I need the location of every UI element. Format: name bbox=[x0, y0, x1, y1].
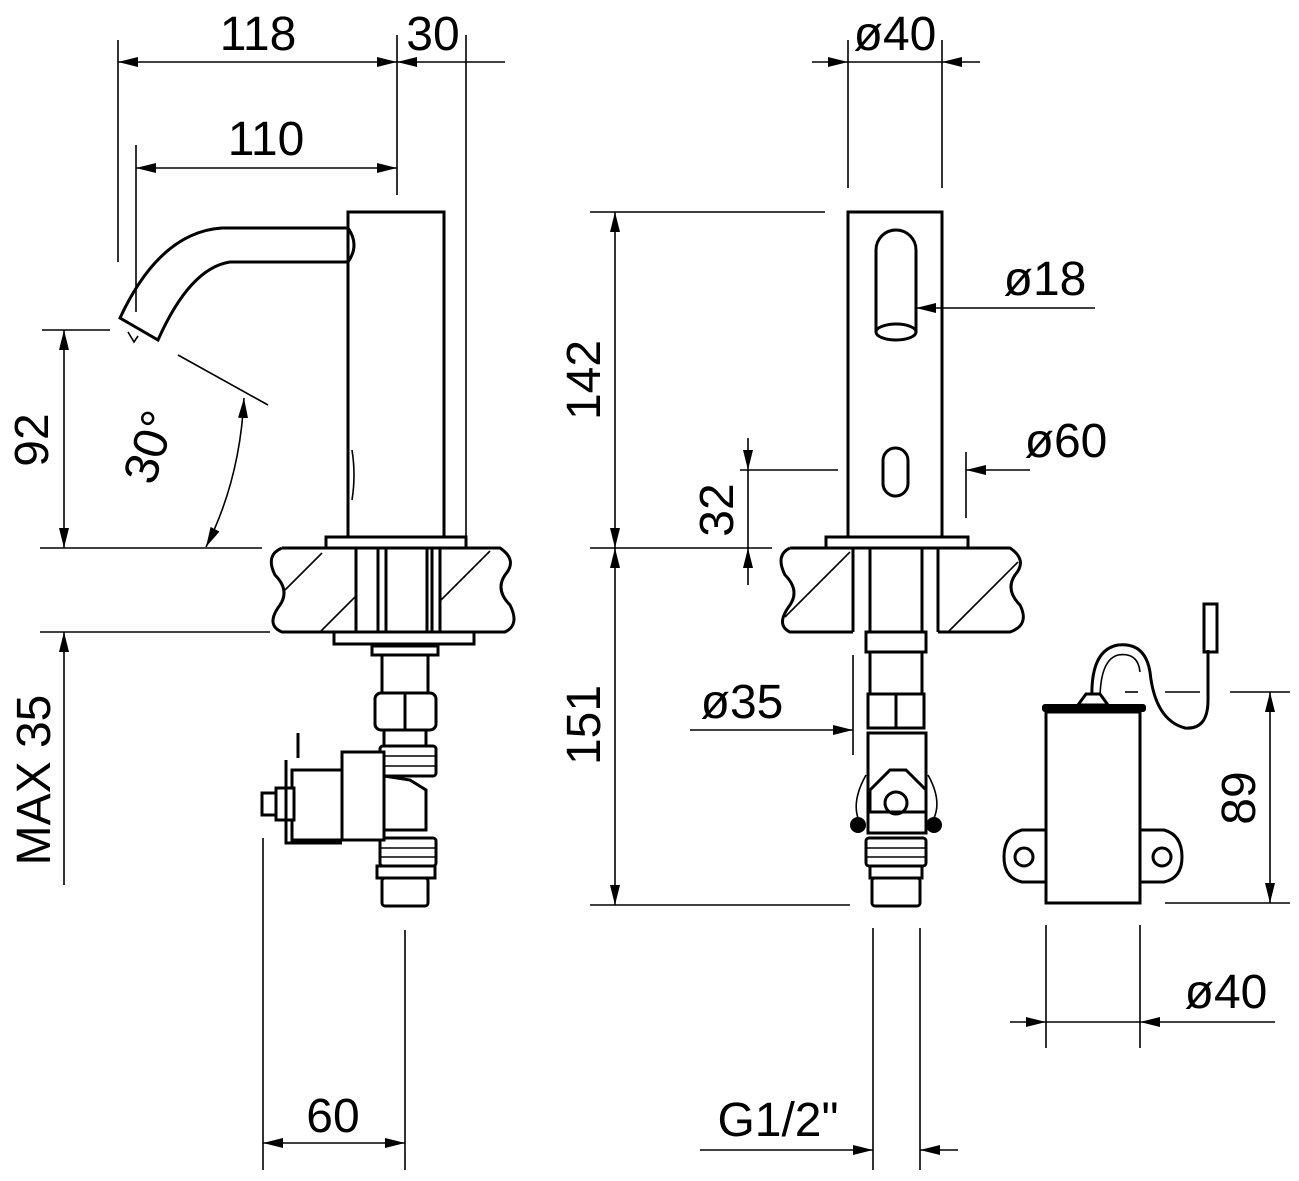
dim-151-label: 151 bbox=[558, 685, 611, 765]
dim-d40-box-label: ø40 bbox=[1185, 966, 1268, 1019]
dim-30: 30 bbox=[397, 8, 505, 67]
dim-32: 32 bbox=[691, 438, 753, 585]
countertop-section-front bbox=[779, 535, 1025, 908]
dim-142-label: 142 bbox=[558, 340, 611, 420]
dim-diameter-35: ø35 bbox=[690, 676, 853, 735]
dim-92-label: 92 bbox=[6, 413, 59, 466]
faucet-front bbox=[846, 210, 944, 539]
dim-g12-label: G1/2" bbox=[717, 1094, 838, 1147]
dim-60: 60 bbox=[263, 1090, 405, 1148]
control-box-view: 89 ø40 bbox=[1002, 602, 1290, 1048]
dim-d40-label: ø40 bbox=[854, 8, 937, 61]
dim-151: 151 bbox=[558, 548, 620, 905]
dim-d18-label: ø18 bbox=[1004, 253, 1087, 306]
dim-89-label: 89 bbox=[1213, 771, 1266, 824]
dim-diameter-60: ø60 bbox=[966, 415, 1108, 475]
dim-110: 110 bbox=[136, 113, 397, 173]
dim-diameter-18: ø18 bbox=[916, 253, 1095, 313]
dim-118-label: 118 bbox=[220, 8, 297, 61]
dim-diameter-40-box: ø40 bbox=[1010, 966, 1275, 1027]
dim-89: 89 bbox=[1213, 692, 1275, 903]
front-view: ø40 ø18 ø60 142 32 bbox=[558, 8, 1107, 1170]
faucet-side bbox=[118, 210, 446, 539]
dim-118: 118 bbox=[118, 8, 397, 67]
dim-d35-label: ø35 bbox=[701, 676, 784, 729]
side-view: 118 30 110 92 MAX 35 30° bbox=[6, 8, 516, 1170]
dim-max-35-label: MAX 35 bbox=[8, 695, 61, 866]
dim-30deg-label: 30° bbox=[114, 405, 187, 490]
dim-110-label: 110 bbox=[228, 113, 305, 166]
dim-92: 92 bbox=[6, 330, 69, 548]
dim-angle-30: 30° bbox=[114, 354, 269, 548]
dim-max-35: MAX 35 bbox=[8, 632, 69, 885]
dim-thread-g12: G1/2" bbox=[700, 1094, 958, 1155]
dim-32-label: 32 bbox=[691, 483, 744, 536]
dim-60-label: 60 bbox=[306, 1090, 359, 1143]
dim-142: 142 bbox=[558, 212, 620, 548]
dim-d60-label: ø60 bbox=[1025, 415, 1108, 468]
dim-diameter-40-top: ø40 bbox=[812, 8, 980, 67]
dim-30-label: 30 bbox=[406, 8, 459, 61]
countertop-section bbox=[260, 535, 516, 908]
